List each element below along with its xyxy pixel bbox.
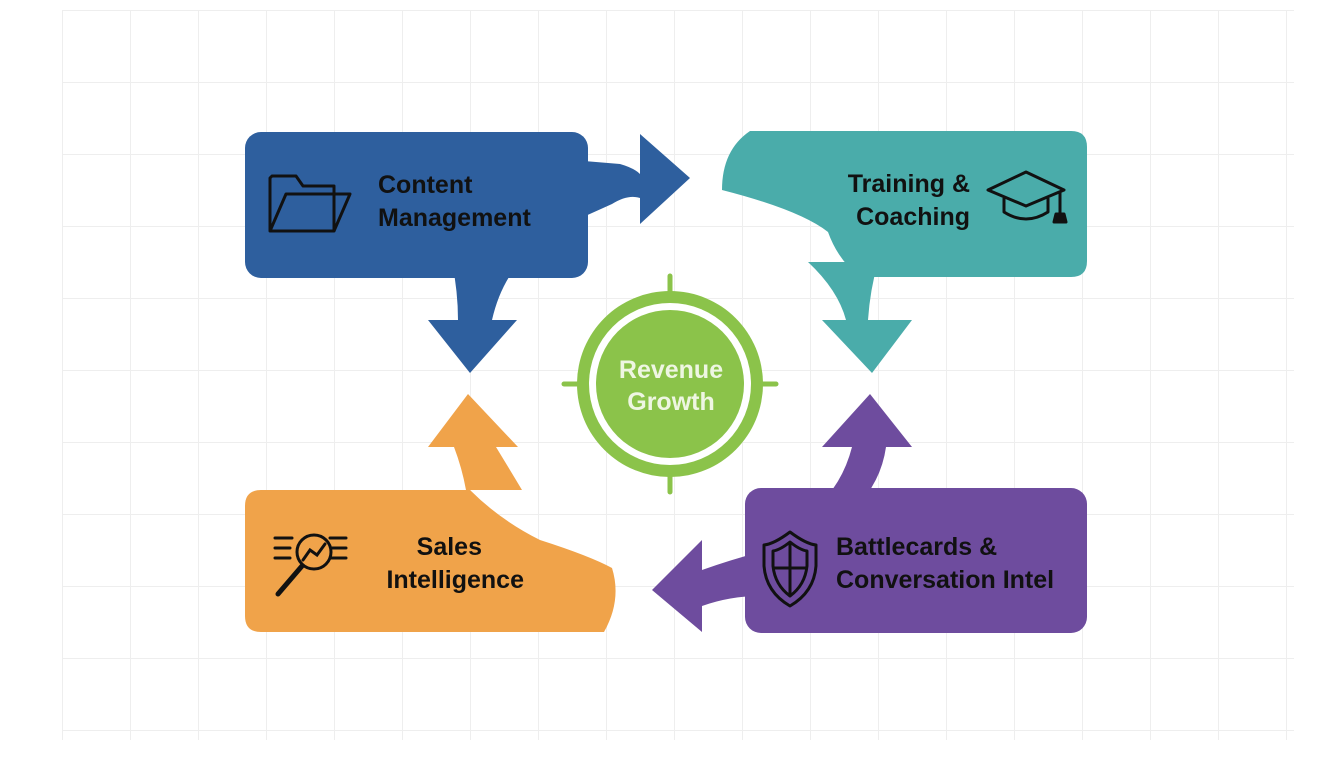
center-line1: Revenue (618, 356, 724, 384)
center-line2: Growth (627, 388, 715, 416)
folder-icon (268, 174, 352, 233)
label-battlecards: Battlecards & Conversation Intel (836, 531, 1054, 597)
training-line1: Training & (847, 170, 970, 198)
arrow-sales-up (428, 394, 522, 490)
node-battlecards (652, 394, 1087, 633)
arrow-battlecards-up (800, 394, 912, 520)
center-label: Revenue Growth (586, 354, 756, 418)
label-training-coaching: Training & Coaching (822, 168, 970, 234)
battlecards-line1: Battlecards & (836, 533, 998, 561)
battlecards-line2: Conversation Intel (836, 566, 1055, 594)
sales-line1: Sales (416, 533, 482, 561)
label-sales-intelligence: Sales Intelligence (360, 531, 524, 597)
node-training-coaching (722, 131, 1087, 373)
content-line2: Management (378, 204, 531, 232)
training-line2: Coaching (856, 203, 970, 231)
arrow-content-down (428, 262, 520, 373)
arrow-battlecards-to-sales (652, 540, 760, 632)
sales-line2: Intelligence (386, 566, 524, 594)
shield-icon (762, 530, 818, 608)
label-content-management: Content Management (378, 169, 531, 235)
revenue-growth-target (561, 273, 779, 495)
node-sales-intelligence (245, 394, 616, 632)
node-content-management (245, 132, 690, 373)
arrow-training-down (808, 262, 912, 373)
graduation-cap-icon (986, 170, 1068, 224)
magnifier-chart-icon (273, 533, 348, 597)
arrow-content-to-training (572, 134, 690, 224)
content-line1: Content (378, 171, 473, 199)
